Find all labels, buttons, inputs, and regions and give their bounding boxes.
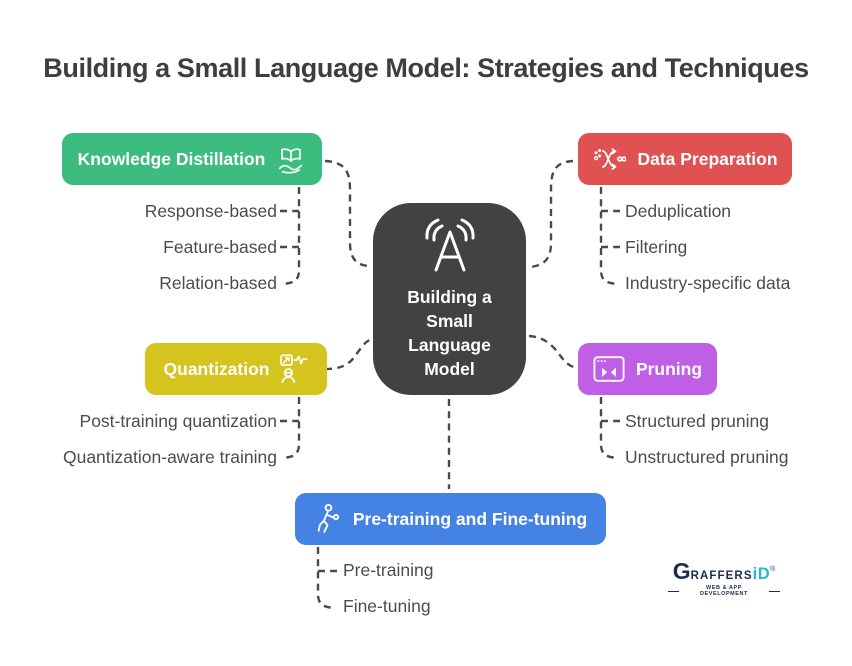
list-item-unstructured-pruning: Unstructured pruning xyxy=(625,447,789,467)
node-pretraining-finetuning: Pre-training and Fine-tuning xyxy=(295,493,606,545)
list-item-filtering: Filtering xyxy=(625,237,688,257)
logo-raffers-text: RAFFERS xyxy=(690,570,753,582)
node-knowledge-distillation: Knowledge Distillation xyxy=(62,133,322,185)
data-flow-icon xyxy=(592,145,627,173)
branch-dataprep-spine xyxy=(599,187,618,286)
node-label: Pre-training and Fine-tuning xyxy=(352,508,588,529)
list-item-feature-based: Feature-based xyxy=(163,237,277,257)
node-label: Pruning xyxy=(635,358,703,379)
node-central-topic: Building a Small Language Model xyxy=(373,203,526,395)
list-item-pre-training: Pre-training xyxy=(343,560,434,580)
list-item-industry-specific-data: Industry-specific data xyxy=(625,273,791,293)
book-hand-icon xyxy=(276,144,306,174)
runner-icon xyxy=(314,503,342,535)
branch-quantization-spine xyxy=(282,397,301,460)
list-item-quantization-aware-training: Quantization-aware training xyxy=(62,447,277,467)
list-item-response-based: Response-based xyxy=(144,201,277,221)
connector-center-to-pruning xyxy=(528,334,578,370)
connector-quantization-to-center xyxy=(324,337,373,371)
connector-datprep-to-center xyxy=(528,159,574,269)
list-item-deduplication: Deduplication xyxy=(625,201,732,221)
list-item-relation-based: Relation-based xyxy=(159,273,277,293)
node-pruning: Pruning xyxy=(578,343,717,395)
node-quantization: Quantization xyxy=(145,343,327,395)
list-item-fine-tuning: Fine-tuning xyxy=(343,596,431,616)
branch-pretraining-spine xyxy=(316,547,335,610)
branch-pruning-spine xyxy=(599,397,618,460)
node-label: Quantization xyxy=(163,358,270,379)
logo-letter-g: G xyxy=(672,558,691,584)
page-title: Building a Small Language Model: Strateg… xyxy=(43,53,809,83)
quantization-icon xyxy=(280,354,308,384)
node-label: Knowledge Distillation xyxy=(77,148,266,169)
window-compress-icon xyxy=(593,356,625,382)
list-item-structured-pruning: Structured pruning xyxy=(625,411,769,431)
logo-id-text: iD xyxy=(752,565,771,583)
tagline-rule-left xyxy=(668,590,679,592)
central-topic-label: Building a Small Language Model xyxy=(407,286,492,379)
tagline-text: WEB & APP DEVELOPMENT xyxy=(700,585,748,597)
registered-mark: ® xyxy=(770,566,776,573)
branch-knowledge-spine xyxy=(282,187,301,286)
node-data-preparation: Data Preparation xyxy=(578,133,792,185)
connector-knowledge-to-center xyxy=(324,159,372,268)
list-item-post-training-quantization: Post-training quantization xyxy=(79,411,277,431)
tagline-rule-right xyxy=(769,590,780,592)
node-label: Data Preparation xyxy=(637,148,778,169)
logo-tagline: WEB & APP DEVELOPMENT xyxy=(668,585,780,597)
antenna-a-icon xyxy=(419,218,481,281)
